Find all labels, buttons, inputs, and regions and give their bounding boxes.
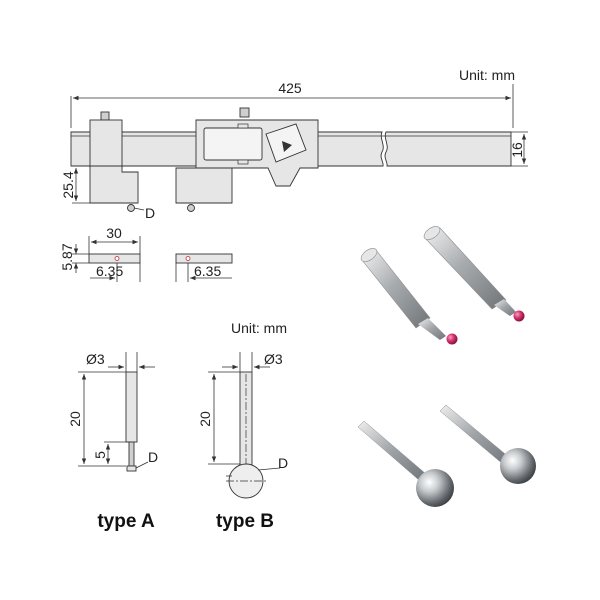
type-b-diameter: Ø3 bbox=[264, 351, 283, 367]
fixed-jaw-knob bbox=[100, 111, 110, 121]
ruby-probe-2-shank bbox=[423, 227, 507, 310]
probe-type-b: Ø3 20 D type B bbox=[197, 351, 288, 532]
ball-probe-1-stem bbox=[357, 420, 427, 482]
ruby-probe-2-tip bbox=[513, 310, 525, 322]
slider-jaw-probe bbox=[187, 204, 195, 212]
caliper-unit-label: Unit: mm bbox=[459, 67, 515, 83]
probe-label: D bbox=[145, 205, 155, 221]
type-a-label: type A bbox=[97, 511, 155, 532]
type-a-stem bbox=[128, 441, 135, 467]
length-value: 425 bbox=[278, 80, 302, 96]
ruby-probe-photo-2 bbox=[423, 226, 525, 322]
probe-type-a: Ø3 20 5 D type A bbox=[67, 351, 158, 532]
type-b-tip-leader bbox=[257, 467, 281, 471]
thickness-value: 5.87 bbox=[59, 243, 75, 270]
ruby-probe-2-stem bbox=[494, 299, 516, 316]
ball-probe-photo-1 bbox=[357, 420, 454, 507]
probe-leader bbox=[133, 207, 145, 211]
ruby-probe-2-end bbox=[423, 226, 441, 240]
type-a-tip-label: D bbox=[148, 449, 158, 465]
type-a-tip-length: 5 bbox=[92, 451, 108, 459]
slider-jaw bbox=[175, 167, 233, 204]
probe-photos bbox=[357, 226, 536, 507]
type-a-length: 20 bbox=[67, 411, 83, 427]
type-b-label: type B bbox=[216, 511, 274, 532]
probes-unit-label: Unit: mm bbox=[231, 320, 287, 336]
lcd-clip-bottom bbox=[237, 159, 249, 165]
type-a-tip-leader bbox=[135, 461, 149, 469]
ruby-probe-1-stem bbox=[418, 318, 446, 340]
jaw-detail: 30 5.87 6.35 6.35 bbox=[59, 225, 233, 282]
type-a-tip bbox=[126, 465, 137, 472]
ruby-probe-photo-1 bbox=[360, 248, 458, 345]
height-value: 16 bbox=[509, 142, 525, 158]
caliper-beam-right bbox=[384, 131, 512, 167]
jaw-section-hole-left bbox=[114, 256, 120, 261]
type-b-length: 20 bbox=[197, 411, 213, 427]
fixed-jaw-probe bbox=[127, 204, 135, 212]
probe-drawings: Unit: mm Ø3 20 5 D type A bbox=[67, 320, 288, 532]
depth-value: 25.4 bbox=[60, 171, 76, 198]
jaw-section-left bbox=[88, 253, 141, 264]
play-triangle-icon bbox=[282, 141, 292, 152]
jaw-section-hole-right bbox=[185, 256, 191, 261]
fixed-jaw-upper bbox=[89, 119, 123, 169]
ball-probe-1-ball bbox=[416, 469, 454, 507]
lcd-display bbox=[203, 127, 263, 161]
ruby-probe-1-shank bbox=[361, 249, 431, 329]
ball-probe-photo-2 bbox=[439, 404, 536, 484]
type-b-tip-label: D bbox=[278, 455, 288, 471]
slider-knob bbox=[239, 107, 250, 118]
type-a-shank bbox=[125, 371, 138, 443]
caliper-drawing: Unit: mm 425 16 D 25.4 bbox=[60, 67, 528, 221]
offset-left-value: 6.35 bbox=[96, 263, 123, 279]
width-value: 30 bbox=[106, 225, 122, 241]
type-a-diameter: Ø3 bbox=[86, 351, 105, 367]
fixed-jaw-lower bbox=[89, 165, 139, 204]
ruby-probe-1-tip bbox=[446, 333, 458, 345]
offset-right-value: 6.35 bbox=[194, 263, 221, 279]
jaw-section-right bbox=[175, 253, 233, 264]
lcd-clip-top bbox=[237, 123, 249, 129]
ball-probe-2-ball bbox=[500, 448, 536, 484]
ball-probe-2-stem bbox=[439, 404, 511, 466]
ruby-probe-1-end bbox=[360, 248, 378, 262]
